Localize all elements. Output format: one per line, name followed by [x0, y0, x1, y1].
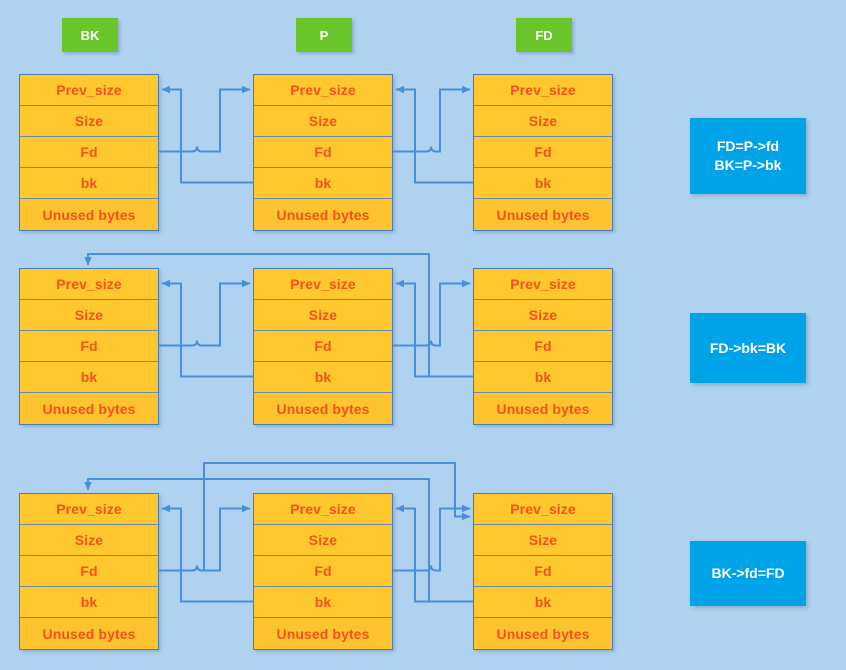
chunk-field-fd: Fd — [254, 556, 392, 587]
chunk-field-fd: Fd — [474, 331, 612, 362]
chunk-field-fd: Fd — [20, 331, 158, 362]
link-arrow — [393, 85, 471, 153]
note-line: FD->bk=BK — [709, 339, 787, 356]
link-arrow — [393, 504, 471, 572]
pointer-label-text: P — [319, 27, 329, 43]
note-line: FD=P->fd — [716, 138, 780, 154]
chunk-field-fd: Fd — [254, 137, 392, 168]
chunk-field-bk: bk — [474, 168, 612, 199]
link-arrow — [159, 504, 251, 572]
link-arrow — [395, 504, 473, 603]
link-arrow — [161, 279, 253, 378]
chunk-field-unused-bytes: Unused bytes — [254, 393, 392, 424]
link-arrow — [393, 279, 471, 347]
chunk-field-fd: Fd — [20, 556, 158, 587]
chunk-field-prev-size: Prev_size — [474, 75, 612, 106]
chunk-field-bk: bk — [20, 587, 158, 618]
chunk-field-size: Size — [474, 300, 612, 331]
chunk-field-unused-bytes: Unused bytes — [474, 199, 612, 230]
chunk-field-size: Size — [474, 106, 612, 137]
p-pointer-label: P — [296, 18, 352, 52]
link-arrow — [159, 279, 251, 347]
chunk-field-fd: Fd — [20, 137, 158, 168]
chunk-field-prev-size: Prev_size — [474, 494, 612, 525]
chunk-field-bk: bk — [254, 362, 392, 393]
pointer-label-text: BK — [80, 27, 100, 43]
chunk-field-prev-size: Prev_size — [20, 494, 158, 525]
fd-pointer-label: FD — [516, 18, 572, 52]
note-line: BK=P->bk — [714, 157, 782, 173]
chunk-field-size: Size — [20, 525, 158, 556]
chunk-field-unused-bytes: Unused bytes — [20, 199, 158, 230]
chunk-field-prev-size: Prev_size — [254, 75, 392, 106]
chunk-field-unused-bytes: Unused bytes — [20, 618, 158, 649]
chunk-field-size: Size — [254, 300, 392, 331]
chunk-field-bk: bk — [20, 168, 158, 199]
chunk-field-size: Size — [474, 525, 612, 556]
chunk-field-unused-bytes: Unused bytes — [254, 618, 392, 649]
pointer-label-text: FD — [535, 27, 553, 43]
chunk-field-bk: bk — [474, 362, 612, 393]
chunk-field-prev-size: Prev_size — [20, 75, 158, 106]
bk-pointer-label: BK — [62, 18, 118, 52]
chunk-field-size: Size — [20, 300, 158, 331]
chunk-field-fd: Fd — [474, 556, 612, 587]
link-arrow — [159, 85, 251, 153]
chunk-field-bk: bk — [254, 168, 392, 199]
chunk-field-prev-size: Prev_size — [254, 494, 392, 525]
chunk-field-fd: Fd — [474, 137, 612, 168]
chunk-field-prev-size: Prev_size — [254, 269, 392, 300]
link-arrow — [395, 85, 473, 184]
chunk-field-size: Size — [20, 106, 158, 137]
chunk-field-bk: bk — [20, 362, 158, 393]
chunk-field-unused-bytes: Unused bytes — [474, 393, 612, 424]
link-arrow — [161, 85, 253, 184]
chunk-field-unused-bytes: Unused bytes — [20, 393, 158, 424]
chunk-field-unused-bytes: Unused bytes — [254, 199, 392, 230]
chunk-field-bk: bk — [254, 587, 392, 618]
note-step-3: BK->fd=FD — [690, 541, 806, 606]
chunk-field-prev-size: Prev_size — [20, 269, 158, 300]
link-arrow — [395, 279, 473, 378]
note-step-2: FD->bk=BK — [690, 313, 806, 383]
chunk-field-prev-size: Prev_size — [474, 269, 612, 300]
chunk-field-fd: Fd — [254, 331, 392, 362]
chunk-field-unused-bytes: Unused bytes — [474, 618, 612, 649]
chunk-field-size: Size — [254, 525, 392, 556]
note-line: BK->fd=FD — [711, 565, 785, 581]
chunk-field-size: Size — [254, 106, 392, 137]
chunk-field-bk: bk — [474, 587, 612, 618]
link-arrow — [161, 504, 253, 603]
